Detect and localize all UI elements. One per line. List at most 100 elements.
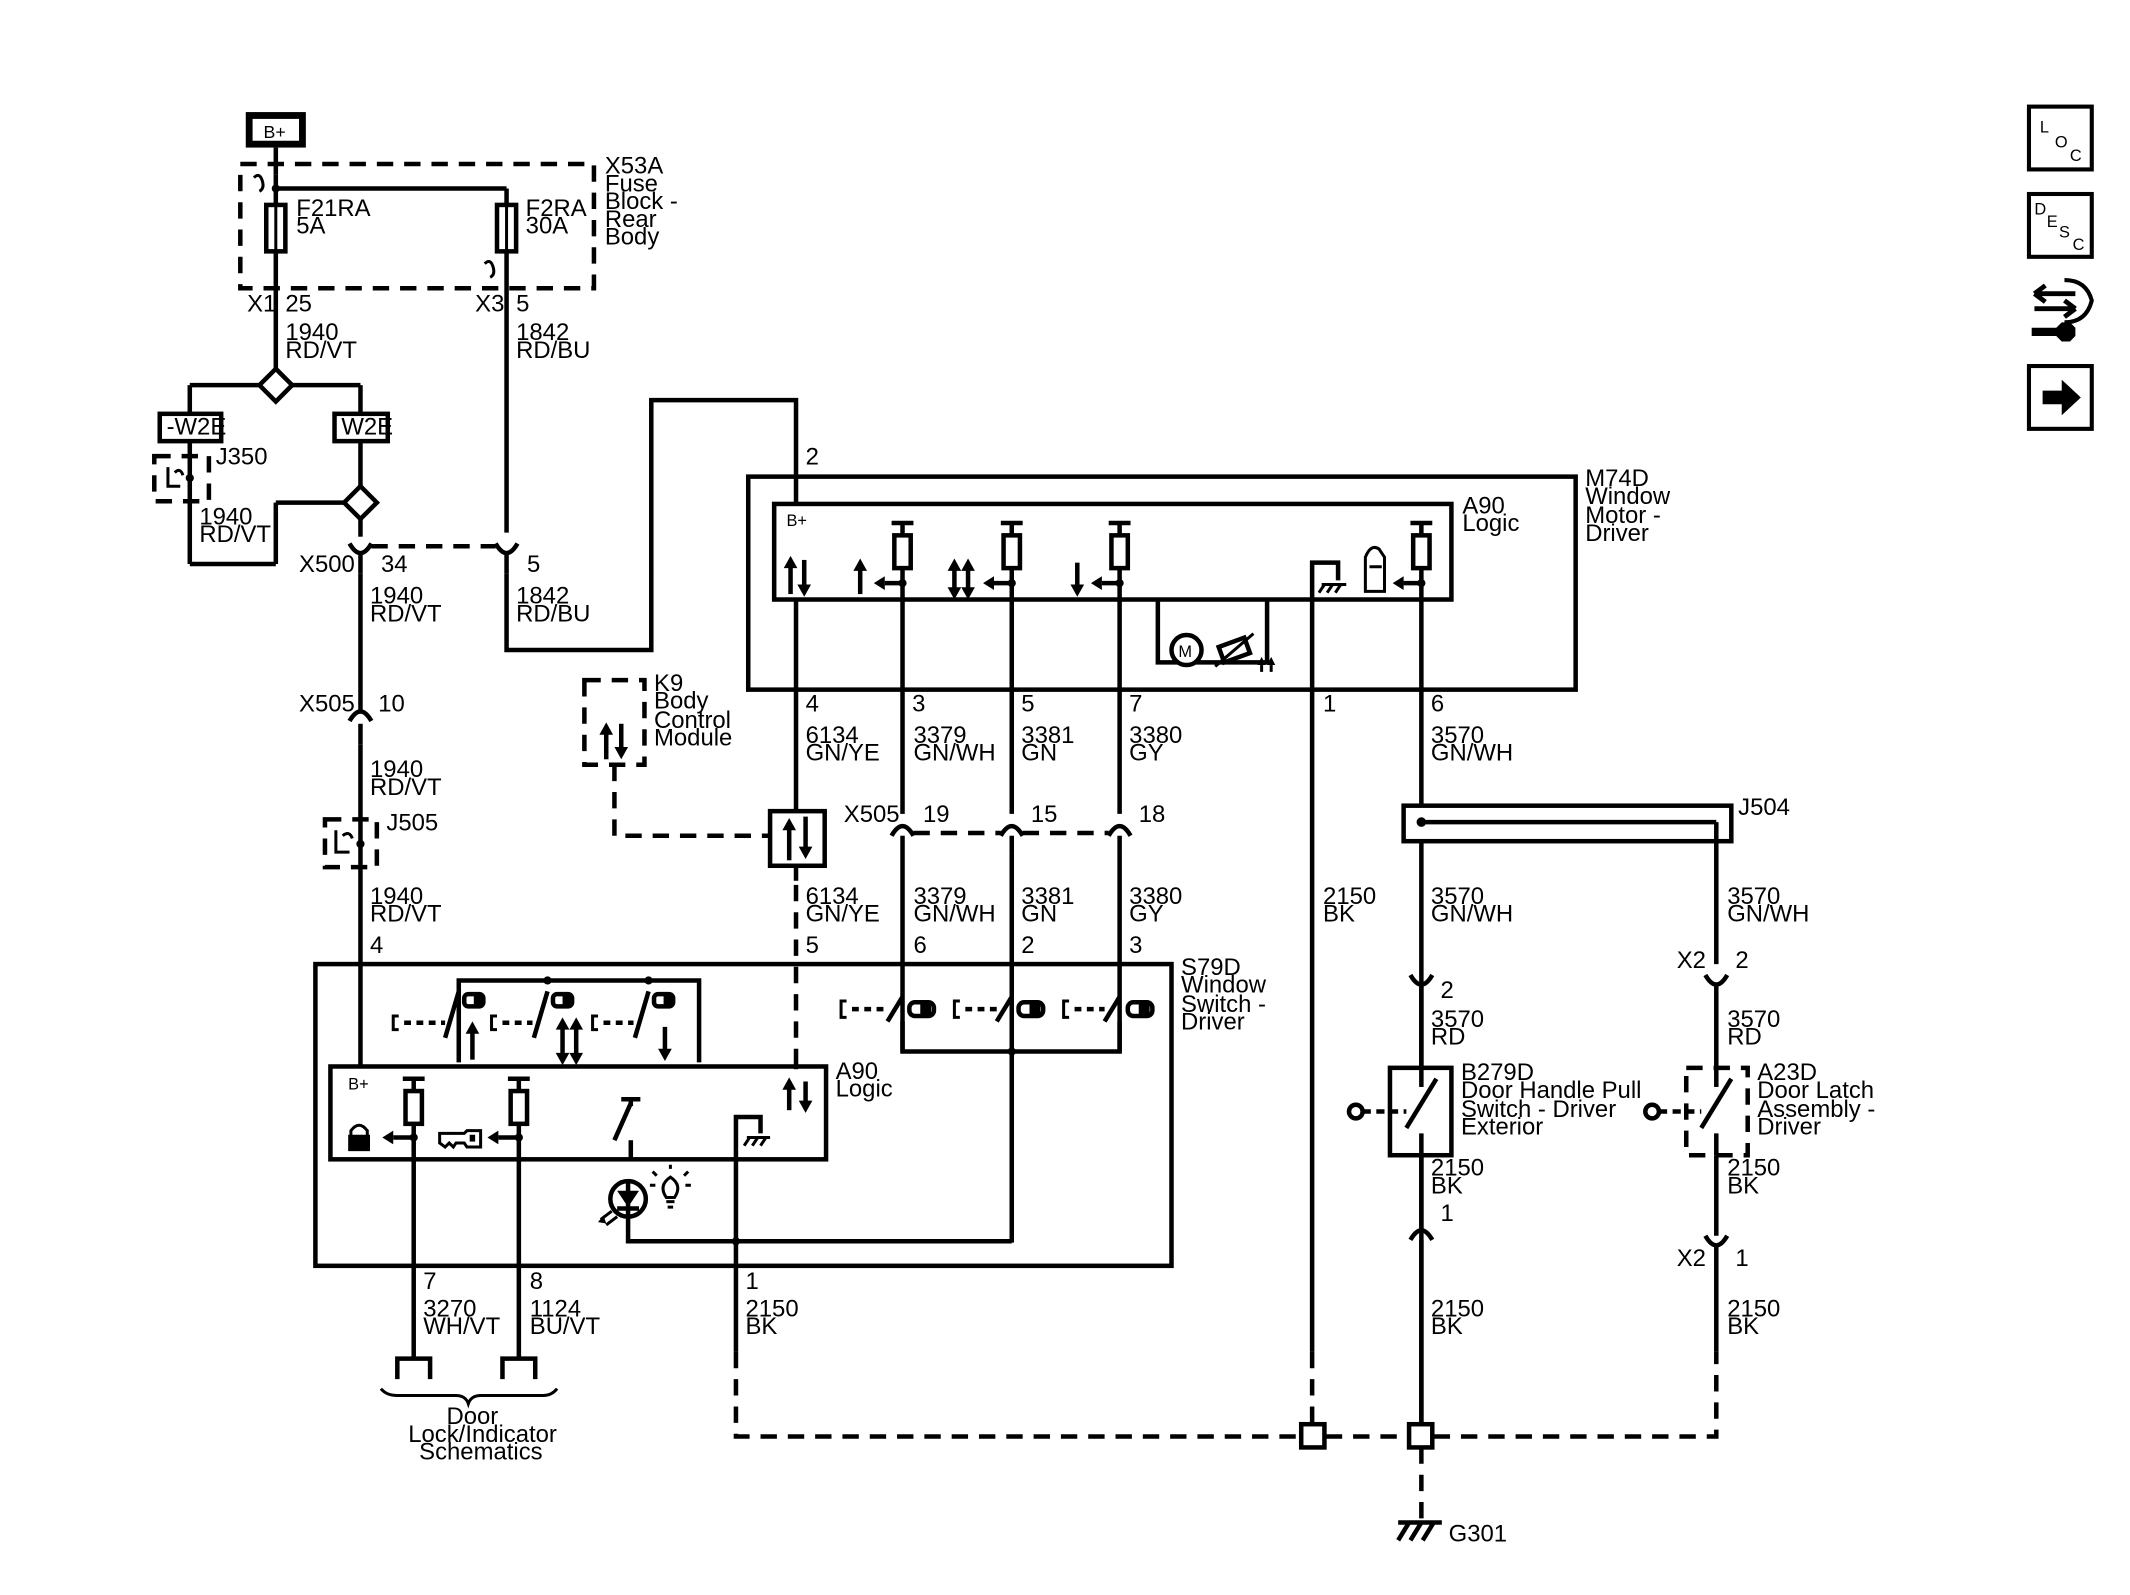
interface-up-down-arrow-icon [782,816,813,861]
s79d-line1: Window [1181,972,1267,999]
switch-3380-icon [1062,995,1155,1023]
connector-x2-2 [1703,973,1730,1068]
b279d-id: B279D [1461,1059,1534,1086]
bcm-interface-box [767,808,827,869]
switch-up-icon [391,990,486,1060]
desc-letter-s: S [2059,224,2070,242]
wire-2150-c-color: BK [1727,1172,1759,1199]
page-ref-1124 [500,1356,538,1380]
wire-3381-a-num: 3381 [1021,722,1074,749]
wire-2150-e-color: BK [1431,1313,1463,1340]
door-lock-line1: Door [446,1403,498,1430]
fuse-block-line3: Rear [605,206,657,233]
loc-icon[interactable]: L O C [2026,104,2094,172]
wire-2150-b-num: 2150 [1431,1155,1484,1182]
door-lock-line2: Lock/Indicator [408,1421,557,1448]
wire-3381-b-color: GN [1021,901,1057,928]
connector-x505-18 [1106,823,1133,854]
wire-2150-c-num: 2150 [1727,1155,1780,1182]
k9-up-down-arrow-icon [599,722,629,760]
wire-6134-b-num: 6134 [806,883,859,910]
x500-pin-5: 5 [527,551,540,578]
light-bulb-icon [649,1164,691,1209]
pullup-resistor-7 [1070,520,1131,597]
connector-x500-34 [347,542,374,574]
wire-1940-a-num: 1940 [285,319,338,346]
wire-1940-b-num: 1940 [370,583,423,610]
splice-j350 [152,453,212,504]
a23d-line2: Assembly - [1757,1096,1875,1123]
splice-j505-label: J505 [386,809,438,836]
fuse-block-outline [238,161,597,291]
x505-mid-pin-19: 19 [923,801,950,828]
k9-line1: Body [654,688,708,715]
wire-1842-b-color: RD/BU [516,600,590,627]
b279d-line3: Exterior [1461,1114,1543,1141]
ground-logic-icon [1309,560,1347,600]
m74d-pin-3: 3 [912,690,925,717]
lock-icon [348,1123,371,1152]
s79d-pin-8: 8 [530,1268,543,1295]
next-page-icon[interactable] [2026,363,2094,431]
m74d-pin-1: 1 [1323,690,1336,717]
wire-2150-d-num: 2150 [746,1295,799,1322]
x505-mid-pin-18: 18 [1139,801,1166,828]
x505-mid-pin-15: 15 [1031,801,1058,828]
b279d-pin-1: 1 [1440,1200,1453,1227]
wire-3570-c-color: GN/WH [1727,901,1809,928]
ground-switch-icon [612,1096,641,1142]
x1-connector: X1 [247,290,276,317]
m74d-line3: Driver [1585,520,1649,547]
s79d-a90-logic [328,1064,829,1162]
s79d-pin-7: 7 [423,1268,436,1295]
wire-3380-a-num: 3380 [1129,722,1182,749]
ground-g301-label: G301 [1449,1521,1507,1548]
connector-x505-19 [889,823,916,854]
wire-3380-a-color: GY [1129,740,1164,767]
desc-letter-c: C [2073,236,2085,254]
wire-3379-a-num: 3379 [913,722,966,749]
wire-2150-f-color: BK [1727,1313,1759,1340]
wire-3270-num: 3270 [423,1295,476,1322]
wire-3570-a-num: 3570 [1431,722,1484,749]
wire-2150-a-color: BK [1323,901,1355,928]
x2-bottom-pin: 1 [1735,1245,1748,1272]
ground-g301-icon [1396,1520,1442,1542]
k9-line2: Control [654,707,731,734]
s79d-pin-2: 2 [1021,932,1034,959]
door-ajar-icon [1363,545,1387,593]
x505-mid-connector: X505 [844,801,900,828]
wire-1940-loop-num: 1940 [199,503,252,530]
b279d-line1: Door Handle Pull [1461,1077,1641,1104]
splice-diamond-mid [340,483,381,523]
connector-repair-icon[interactable] [2031,277,2094,342]
connector-x500-5 [493,542,520,574]
wire-1940-c-color: RD/VT [370,774,442,801]
wire-3379-b-color: GN/WH [913,901,995,928]
door-lock-brace [379,1387,559,1409]
wire-3379-b-num: 3379 [913,883,966,910]
m74d-bplus: B+ [786,512,807,530]
s79d-pin-4: 4 [370,932,383,959]
wire-1940-loop-color: RD/VT [199,521,271,548]
ground-logic-lower-icon [733,1114,771,1160]
x505-top-connector: X505 [299,690,355,717]
switch-3379-icon [839,995,937,1023]
key-resistor [487,1076,530,1145]
b279d-pin-2: 2 [1440,977,1453,1004]
switch-down-icon [591,990,676,1062]
desc-icon[interactable]: D E S C [2026,191,2094,259]
s79d-window-switch [313,961,1174,1269]
wire-3570-rd-b-num: 3570 [1727,1006,1780,1033]
fuse-f2ra-id: F2RA [526,195,587,222]
k9-body-control-module [582,677,647,767]
fuse-f21ra-id: F21RA [296,195,370,222]
wire-3570-c-num: 3570 [1727,883,1780,910]
s79d-id: S79D [1181,954,1241,981]
wire-2150-e-num: 2150 [1431,1295,1484,1322]
switch-3381-icon [952,995,1046,1023]
wire-3380-b-color: GY [1129,901,1164,928]
wire-6134-a-color: GN/YE [806,740,880,767]
option-neg-w2e-label: -W2E [167,413,227,440]
